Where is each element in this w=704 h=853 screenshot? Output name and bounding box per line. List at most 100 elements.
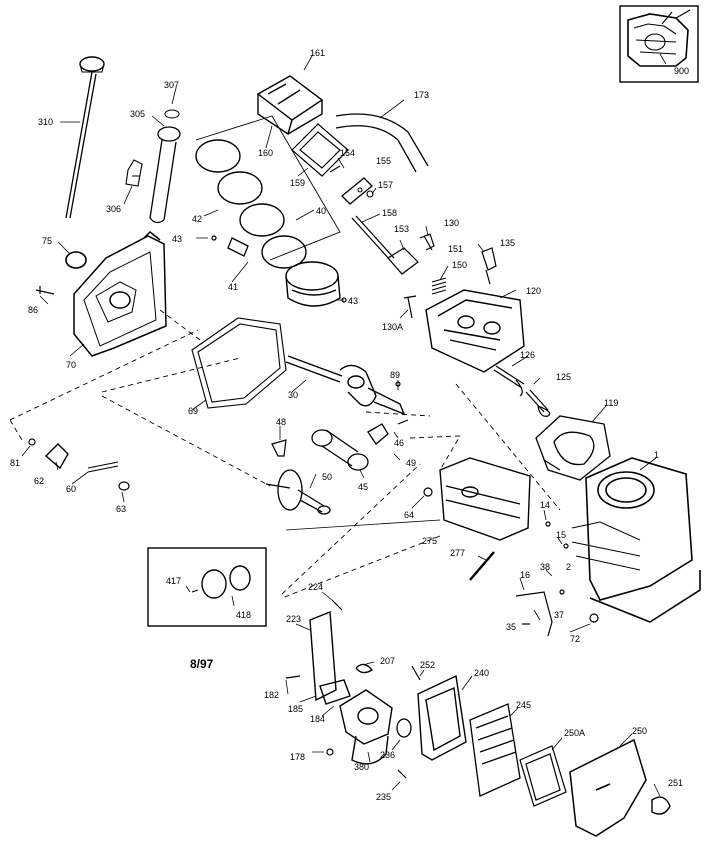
label-70: 70: [66, 360, 76, 370]
label-310: 310: [38, 117, 53, 127]
cover-gasket-part: [191, 317, 287, 409]
guide-plate-part: [387, 247, 419, 275]
piston-part: [285, 261, 341, 307]
label-42: 42: [192, 214, 202, 224]
label-275: 275: [422, 536, 437, 546]
label-14: 14: [540, 500, 550, 510]
label-245: 245: [516, 700, 531, 710]
cylinder-block-part: [571, 457, 701, 623]
label-64: 64: [404, 510, 414, 520]
label-72: 72: [570, 634, 580, 644]
assembly-lines: [9, 309, 561, 599]
label-185: 185: [288, 704, 303, 714]
rocker-arm-part: [329, 165, 374, 205]
label-45: 45: [358, 482, 368, 492]
label-86: 86: [28, 305, 38, 315]
label-15: 15: [556, 530, 566, 540]
label-37: 37: [554, 610, 564, 620]
camshaft-part: [265, 469, 331, 515]
label-160: 160: [258, 148, 273, 158]
carburetor-part: [309, 610, 393, 765]
label-40: 40: [316, 206, 326, 216]
engine-thumbnail: [619, 5, 699, 83]
label-158: 158: [382, 208, 397, 218]
label-126: 126: [520, 350, 535, 360]
label-250: 250: [632, 726, 647, 736]
governor-shaft-part: [87, 461, 119, 473]
label-1: 1: [654, 450, 659, 460]
label-223: 223: [286, 614, 301, 624]
crankcase-cover-part: [73, 230, 167, 357]
bolt-130-part: [419, 233, 435, 251]
dipstick-part: [65, 56, 105, 219]
label-252: 252: [420, 660, 435, 670]
wrist-pin-part: [227, 237, 249, 257]
label-236: 236: [380, 750, 395, 760]
label-63: 63: [116, 504, 126, 514]
callout-labels: 161 307 310 305 173 160 154 155 159 157 …: [10, 48, 689, 802]
washer-63-part: [118, 481, 130, 491]
label-306: 306: [106, 204, 121, 214]
label-2: 2: [566, 562, 571, 572]
washer-81-part: [28, 438, 36, 446]
tappet-part: [271, 439, 287, 457]
label-43-bottom: 43: [348, 296, 358, 306]
label-43-top: 43: [172, 234, 182, 244]
label-81: 81: [10, 458, 20, 468]
label-207: 207: [380, 656, 395, 666]
oil-fill-tube-part: [149, 109, 181, 224]
label-151: 151: [448, 244, 463, 254]
label-157: 157: [378, 180, 393, 190]
crankshaft-part: [285, 355, 406, 416]
date-code: 8/97: [190, 657, 214, 671]
label-153: 153: [394, 224, 409, 234]
label-159: 159: [290, 178, 305, 188]
air-cleaner-cover-part: [569, 738, 647, 837]
label-417: 417: [166, 576, 181, 586]
pin-277-part: [469, 551, 495, 581]
label-48: 48: [276, 417, 286, 427]
label-49: 49: [406, 458, 416, 468]
bolt-130a-part: [403, 295, 417, 319]
label-38: 38: [540, 562, 550, 572]
air-baffle-part: [439, 457, 531, 541]
label-184: 184: [310, 714, 325, 724]
label-135: 135: [500, 238, 515, 248]
pre-cleaner-part: [519, 745, 567, 807]
label-173: 173: [414, 90, 429, 100]
label-224: 224: [308, 582, 323, 592]
label-130a: 130A: [382, 322, 403, 332]
label-240: 240: [474, 668, 489, 678]
rocker-cover-part: [256, 75, 324, 136]
leader-lines: [21, 53, 667, 797]
label-154: 154: [340, 148, 355, 158]
bracket-306-part: [125, 159, 143, 187]
label-900: 900: [674, 66, 689, 76]
filter-element-part: [469, 703, 521, 797]
air-filter-base-part: [417, 674, 467, 761]
label-418: 418: [236, 610, 251, 620]
oil-seal-part: [65, 251, 87, 269]
label-130: 130: [444, 218, 459, 228]
label-380: 380: [354, 762, 369, 772]
label-30: 30: [288, 390, 298, 400]
label-35: 35: [506, 622, 516, 632]
label-251: 251: [668, 778, 683, 788]
label-16: 16: [520, 570, 530, 580]
label-60: 60: [66, 484, 76, 494]
label-305: 305: [130, 109, 145, 119]
breather-tube-part: [335, 113, 429, 173]
piston-rings-part: [195, 115, 341, 269]
valve-126-part: [493, 365, 525, 397]
label-235: 235: [376, 792, 391, 802]
label-89: 89: [390, 370, 400, 380]
governor-link-part: [515, 591, 553, 637]
label-155: 155: [376, 156, 391, 166]
label-182: 182: [264, 690, 279, 700]
push-rod-part: [351, 215, 395, 261]
label-119: 119: [604, 398, 618, 408]
gasket-159-part: [291, 123, 349, 177]
label-120: 120: [526, 286, 541, 296]
